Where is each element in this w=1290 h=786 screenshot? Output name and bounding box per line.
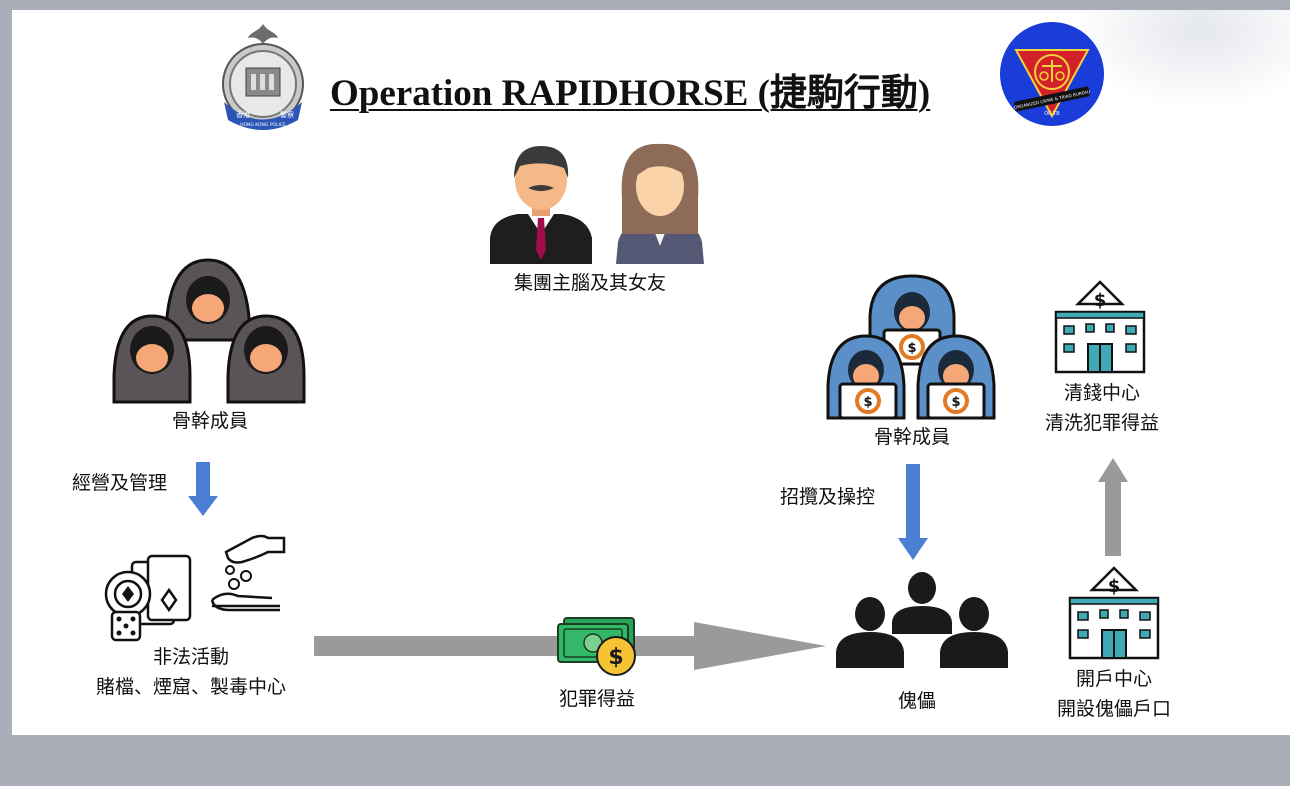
- laundering-centre-building-icon: $: [1054, 280, 1146, 374]
- money-icon: $: [557, 617, 636, 676]
- operate-manage-label: 經營及管理: [72, 472, 168, 494]
- svg-text:$: $: [863, 395, 872, 410]
- core-members-left-label: 骨幹成員: [171, 410, 248, 432]
- core-members-hackers-icon: $ $ $: [826, 274, 996, 420]
- background-glare: [1070, 10, 1290, 110]
- slide: 香港 警察 HONG KONG POLICE Operation RAPIDHO…: [12, 10, 1290, 735]
- svg-text:$: $: [608, 645, 623, 670]
- gambling-drugs-icon: [104, 534, 286, 642]
- illegal-activities-detail: 賭檔、煙窟、製毒中心: [95, 676, 286, 698]
- puppets-group-icon: [836, 572, 1008, 668]
- mastermind-label: 集團主腦及其女友: [513, 272, 666, 294]
- account-opening-centre-building-icon: $: [1068, 566, 1160, 660]
- organized-crime-triad-bureau-badge-icon: ORGANIZED CRIME & TRIAD BUREAU OC TB: [1000, 22, 1104, 126]
- up-arrow-grey: [1098, 458, 1128, 556]
- badge-text-left: 香港: [236, 110, 250, 119]
- laundering-centre-title: 清錢中心: [1063, 382, 1140, 404]
- account-opening-centre-title: 開戶中心: [1075, 668, 1152, 690]
- page-title: Operation RAPIDHORSE (捷駒行動): [330, 73, 931, 114]
- puppets-label: 傀儡: [897, 690, 936, 712]
- down-arrow-blue-left: [188, 462, 218, 516]
- badge-text-right: 警察: [280, 110, 294, 119]
- mastermind-couple-icon: [490, 143, 704, 264]
- svg-text:$: $: [1094, 290, 1107, 311]
- svg-text:$: $: [951, 395, 960, 410]
- core-members-hooded-icon: [112, 258, 306, 404]
- illegal-activities-title: 非法活動: [152, 646, 229, 668]
- laundering-centre-detail: 清洗犯罪得益: [1044, 412, 1159, 434]
- core-members-right-label: 骨幹成員: [873, 426, 950, 448]
- recruit-control-label: 招攬及操控: [780, 486, 876, 508]
- svg-text:$: $: [1108, 576, 1121, 597]
- hong-kong-police-badge-icon: 香港 警察 HONG KONG POLICE: [222, 24, 304, 130]
- octb-badge-side-text: OC TB: [1044, 111, 1060, 117]
- proceeds-flow-arrow: [314, 622, 826, 670]
- svg-text:$: $: [907, 341, 916, 356]
- badge-text-bottom: HONG KONG POLICE: [240, 122, 286, 128]
- proceeds-label: 犯罪得益: [558, 688, 635, 710]
- account-opening-centre-detail: 開設傀儡戶口: [1056, 698, 1171, 720]
- down-arrow-blue-right: [898, 464, 928, 560]
